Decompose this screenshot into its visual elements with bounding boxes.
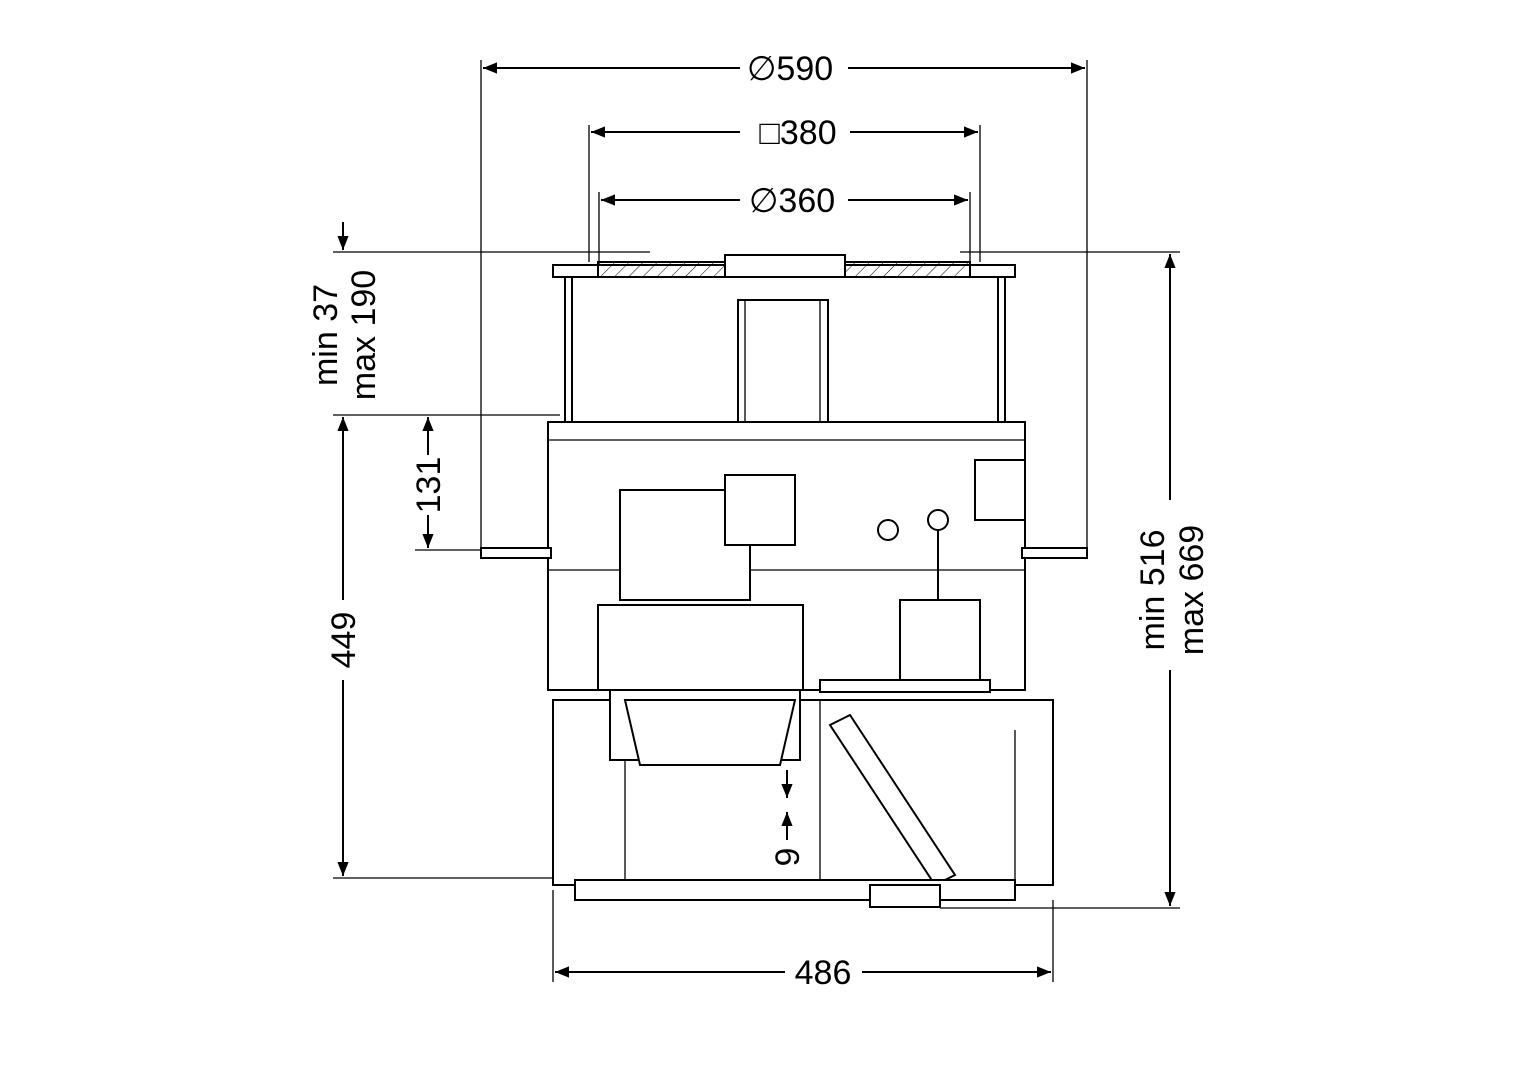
dim-width: 486 — [795, 954, 852, 992]
dim-adjust-max: max 190 — [345, 270, 383, 400]
dim-water-seal: 9 — [769, 848, 807, 867]
drain-body — [480, 254, 1088, 908]
dim-outer-diameter: ∅590 — [747, 50, 833, 88]
dim-body-height: 449 — [325, 612, 363, 669]
dim-total-max: max 669 — [1173, 525, 1211, 655]
dim-square-frame: □380 — [759, 114, 836, 152]
dim-grate-diameter: ∅360 — [749, 182, 835, 220]
dim-total-min: min 516 — [1134, 530, 1172, 651]
extension-lines — [333, 60, 1180, 982]
dim-upper-height: 131 — [410, 457, 448, 514]
dimension-lines — [337, 62, 1176, 978]
dim-adjust-min: min 37 — [307, 284, 345, 386]
